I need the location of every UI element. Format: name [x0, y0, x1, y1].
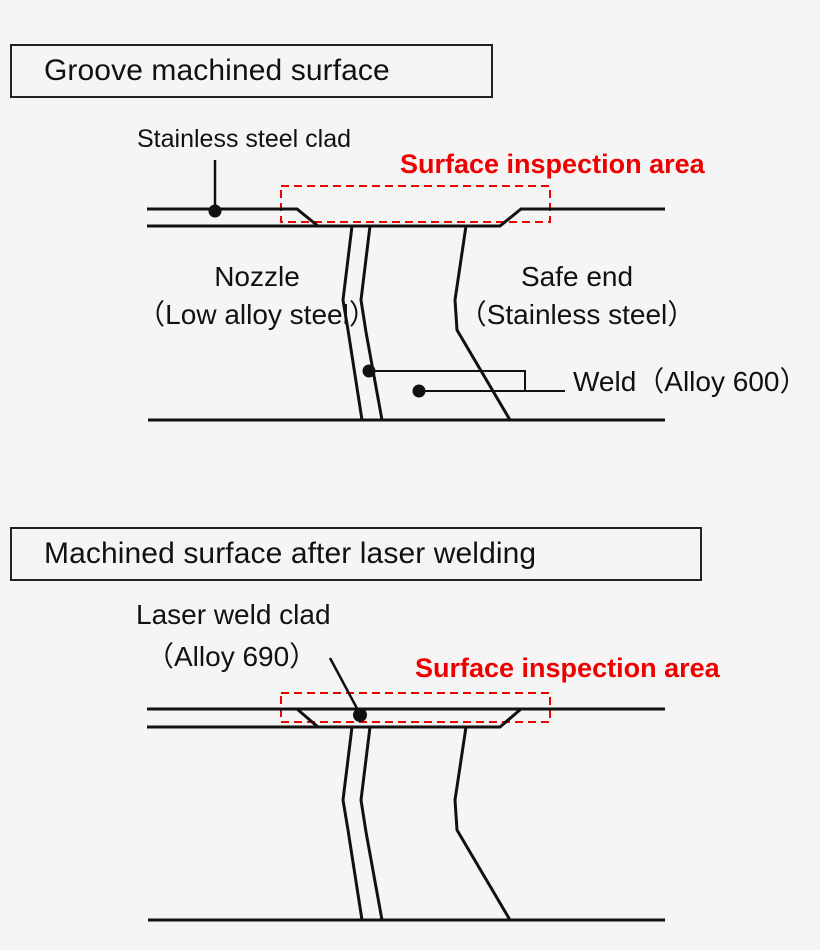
leader-dot-laser-weld-clad: [353, 708, 367, 722]
label-weld-alloy-600: Weld（Alloy 600）: [573, 366, 808, 397]
outer-surface-profile-top: [147, 207, 665, 228]
label-laser-weld-clad-material: （Alloy 690）: [146, 641, 318, 672]
label-surface-inspection-area-bottom: Surface inspection area: [415, 653, 720, 683]
leader-bracket-weld: [369, 370, 526, 392]
label-nozzle: Nozzle: [214, 261, 300, 292]
weld-right-boundary-bottom: [453, 726, 512, 921]
weld-left-boundary-bottom: [359, 726, 384, 921]
diagram-groove-machined-surface: [147, 160, 665, 422]
diagram-machined-surface-after-laser-welding: [147, 657, 665, 922]
panel-title-machined-surface-after-laser-welding: Machined surface after laser welding: [44, 537, 537, 570]
panel-groove-machined-surface: Groove machined surface Stainless steel …: [10, 44, 808, 422]
weld-left-boundary-top: [359, 225, 384, 421]
nozzle-weld-fusion-line-top: [341, 225, 364, 421]
surface-inspection-area-box-bottom: [280, 692, 551, 723]
weld-right-boundary-top: [453, 225, 512, 421]
label-safe-end: Safe end: [520, 261, 634, 292]
panel-title-groove-machined-surface: Groove machined surface: [44, 54, 390, 87]
surface-inspection-area-box-top: [280, 185, 551, 223]
label-nozzle-material: （Low alloy steel）: [137, 299, 377, 330]
laser-weld-clad-underside: [296, 707, 522, 729]
title-box-groove-machined-surface: Groove machined surface: [10, 44, 493, 98]
label-laser-weld-clad: Laser weld clad: [136, 599, 331, 630]
label-surface-inspection-area-top: Surface inspection area: [400, 149, 705, 179]
leader-dot-stainless-steel-clad: [208, 204, 222, 218]
label-safe-end-material: （Stainless steel）: [458, 299, 696, 330]
nozzle-weld-fusion-line-bottom: [341, 726, 364, 921]
title-box-machined-surface-after-laser-welding: Machined surface after laser welding: [10, 527, 702, 581]
label-stainless-steel-clad: Stainless steel clad: [137, 125, 352, 153]
panel-machined-surface-after-laser-welding: Machined surface after laser welding Las…: [0, 500, 820, 950]
leader-line-laser-weld-clad: [328, 657, 362, 715]
